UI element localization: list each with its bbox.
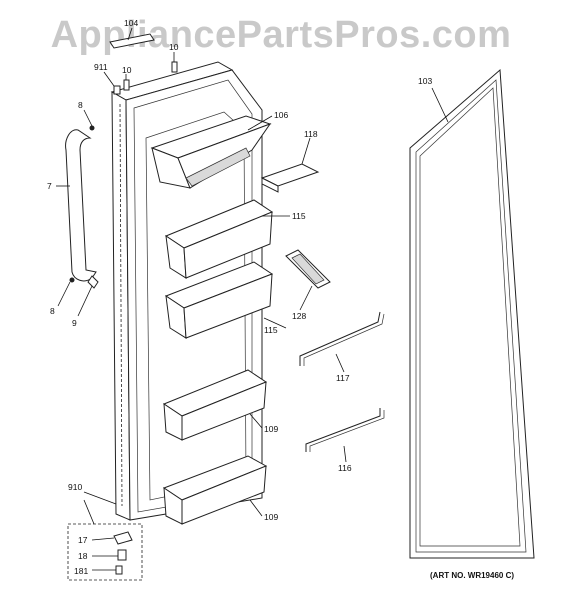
callout-181: 181 [74, 566, 88, 576]
callout-116: 116 [338, 463, 352, 473]
callout-7: 7 [47, 181, 52, 191]
door-bin-109-upper [162, 369, 268, 441]
callout-128: 128 [292, 311, 306, 321]
callout-911: 911 [94, 62, 108, 72]
callout-10-a: 10 [122, 65, 132, 75]
screws-top [113, 61, 178, 95]
door-bin-115-upper [164, 199, 274, 279]
callout-17: 17 [78, 535, 88, 545]
bin-divider [285, 249, 331, 289]
callout-118: 118 [304, 129, 318, 139]
door-handle [65, 125, 99, 289]
retainer-bar-117 [299, 311, 385, 366]
callout-10-b: 10 [169, 42, 179, 52]
egg-tray [260, 163, 320, 193]
dispenser-bin [150, 115, 272, 189]
callout-18: 18 [78, 551, 88, 561]
callout-labels: 104 911 10 10 8 7 8 9 106 118 115 115 12… [47, 18, 514, 580]
door-bin-109-lower [162, 455, 268, 525]
leader-lines [56, 27, 449, 571]
callout-8-upper: 8 [78, 100, 83, 110]
callout-103: 103 [418, 76, 432, 86]
door-gasket [409, 68, 535, 559]
callout-8-lower: 8 [50, 306, 55, 316]
door-bin-115-lower [164, 261, 274, 339]
callout-115-upper: 115 [292, 211, 306, 221]
callout-109-lower: 109 [264, 512, 278, 522]
callout-115-lower: 115 [264, 325, 278, 335]
top-cap [109, 33, 155, 49]
callout-910: 910 [68, 482, 82, 492]
callout-106: 106 [274, 110, 288, 120]
callout-109-upper: 109 [264, 424, 278, 434]
callout-9: 9 [72, 318, 77, 328]
art-number: (ART NO. WR19460 C) [430, 571, 514, 580]
callout-117: 117 [336, 373, 350, 383]
hinge-kit [67, 523, 143, 581]
callout-104: 104 [124, 18, 138, 28]
retainer-bar-116 [305, 408, 385, 452]
